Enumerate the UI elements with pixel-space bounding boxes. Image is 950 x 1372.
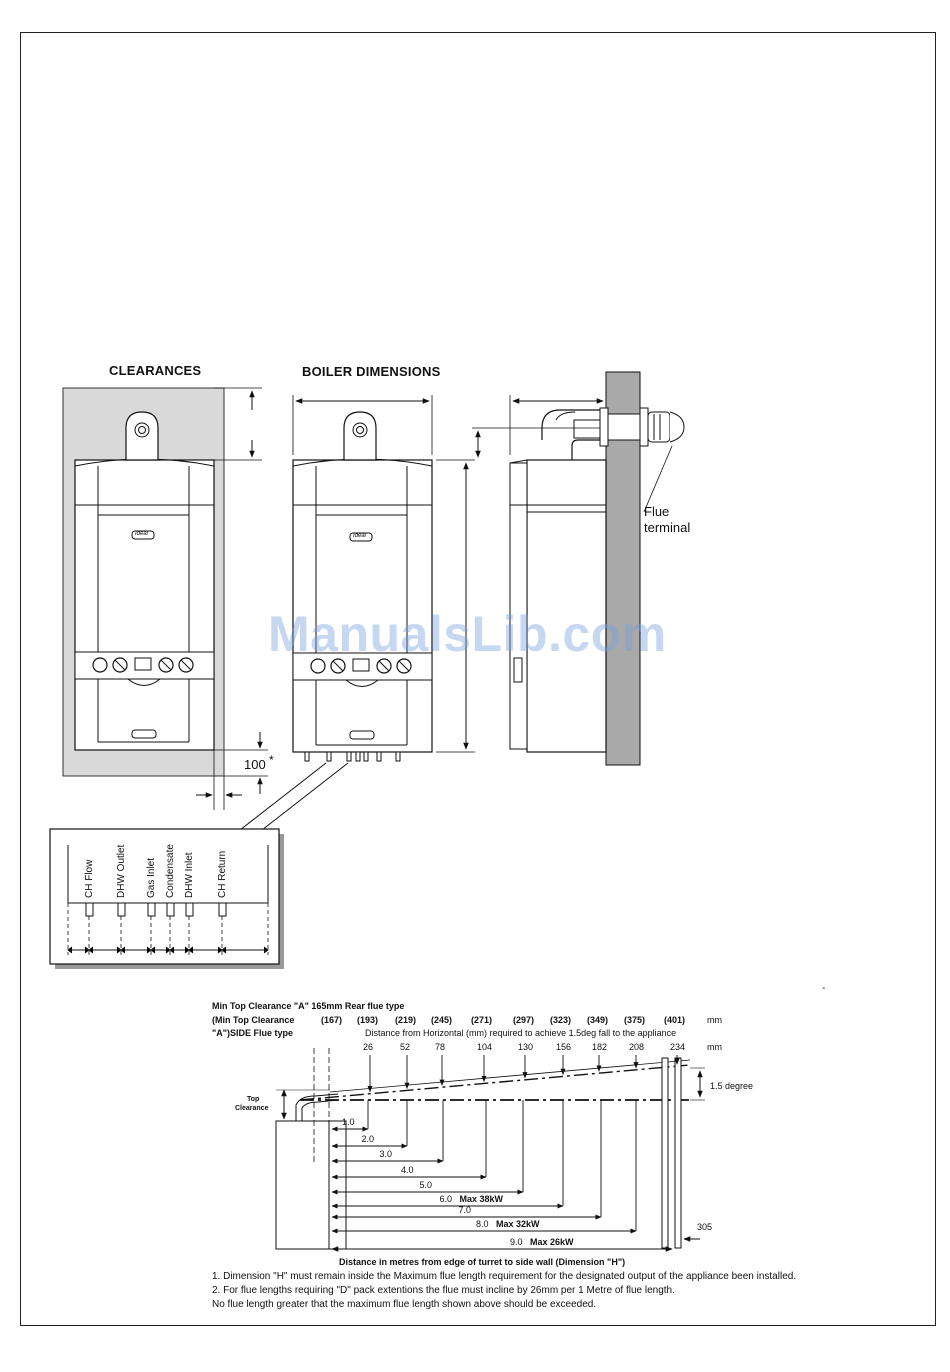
- top-clearance-label-2: Clearance: [235, 1105, 269, 1112]
- watermark: ManualsLib.com: [268, 606, 667, 662]
- max-output-label: Max 26kW: [530, 1237, 574, 1247]
- fall-value: 130: [518, 1042, 534, 1052]
- connection-gas-inlet: Gas Inlet: [146, 857, 157, 898]
- flue-chart-row2: (Min Top Clearance: [212, 1015, 295, 1025]
- connection-dhw-inlet: DHW Inlet: [184, 852, 195, 898]
- unit-mm-1: mm: [707, 1015, 722, 1025]
- connection-dhw-outlet: DHW Outlet: [116, 844, 127, 898]
- flue-chart-row1: Min Top Clearance "A" 165mm Rear flue ty…: [212, 1001, 405, 1011]
- fall-value: 52: [400, 1042, 411, 1052]
- note-3: No flue length greater that the maximum …: [212, 1299, 597, 1310]
- angle-label: 1.5 degree: [710, 1081, 754, 1091]
- bottom-clearance-mark: *: [269, 753, 274, 767]
- side-value: (401): [664, 1015, 686, 1025]
- logo-front: Ideal: [353, 533, 367, 539]
- length-label: 8.0: [476, 1219, 489, 1229]
- flue-length-diagram: [275, 1048, 705, 1252]
- side-value: (375): [624, 1015, 646, 1025]
- length-label: 1.0: [342, 1117, 355, 1127]
- fall-value: 26: [363, 1042, 374, 1052]
- connection-ch-return: CH Return: [217, 850, 228, 898]
- side-value: (271): [471, 1015, 493, 1025]
- length-label: 6.0: [439, 1194, 453, 1204]
- fall-value: 78: [435, 1042, 446, 1052]
- fall-value: 208: [629, 1042, 645, 1052]
- fall-arrows: [367, 1055, 680, 1093]
- top-clearance-label-1: Top: [247, 1096, 260, 1103]
- side-value: (193): [357, 1015, 379, 1025]
- fall-value: 156: [556, 1042, 572, 1052]
- logo-clearances: Ideal: [135, 531, 149, 537]
- fall-value: 234: [670, 1042, 686, 1052]
- clearances-diagram: [62, 387, 268, 810]
- max-output-label: Max 38kW: [459, 1194, 504, 1204]
- fall-value: 104: [477, 1042, 493, 1052]
- side-value: (219): [395, 1015, 417, 1025]
- length-label: 5.0: [419, 1180, 433, 1190]
- flue-chart-row3: "A")SIDE Flue type: [212, 1028, 294, 1038]
- connection-ch-flow: CH Flow: [84, 859, 95, 898]
- max-output-label: Max 32kW: [496, 1219, 540, 1229]
- length-label: 2.0: [361, 1134, 375, 1144]
- clearances-heading: CLEARANCES: [109, 363, 202, 378]
- page-frame: [20, 32, 936, 1326]
- length-label: 9.0: [510, 1237, 523, 1247]
- side-value: (349): [587, 1015, 609, 1025]
- length-label: 4.0: [401, 1165, 414, 1175]
- boiler-side-view: [472, 371, 685, 766]
- length-label: 3.0: [379, 1149, 393, 1159]
- length-label: 7.0: [458, 1205, 472, 1215]
- boiler-dimensions-heading: BOILER DIMENSIONS: [302, 364, 441, 379]
- flue-terminal-label-1: Flue: [644, 504, 670, 519]
- axis-caption: Distance in metres from edge of turret t…: [339, 1257, 626, 1267]
- note-1: 1. Dimension "H" must remain inside the …: [212, 1271, 797, 1282]
- connection-condensate: Condensate: [165, 844, 176, 898]
- bottom-clearance-value: 100: [244, 757, 266, 772]
- side-value: (297): [513, 1015, 535, 1025]
- flue-terminal-label-2: terminal: [644, 520, 691, 535]
- side-value: (245): [431, 1015, 453, 1025]
- connections-detail: [49, 828, 284, 969]
- stray-dash: -: [822, 983, 826, 994]
- unit-mm-2: mm: [707, 1042, 722, 1052]
- boiler-front-view: [239, 395, 475, 831]
- side-value: (167): [321, 1015, 343, 1025]
- side-gap-label: 305: [697, 1222, 713, 1232]
- fall-value: 182: [592, 1042, 608, 1052]
- side-value: (323): [550, 1015, 572, 1025]
- length-arrows: [331, 1100, 637, 1234]
- distance-caption: Distance from Horizontal (mm) required t…: [365, 1028, 677, 1038]
- note-2: 2. For flue lengths requiring "D" pack e…: [212, 1285, 675, 1296]
